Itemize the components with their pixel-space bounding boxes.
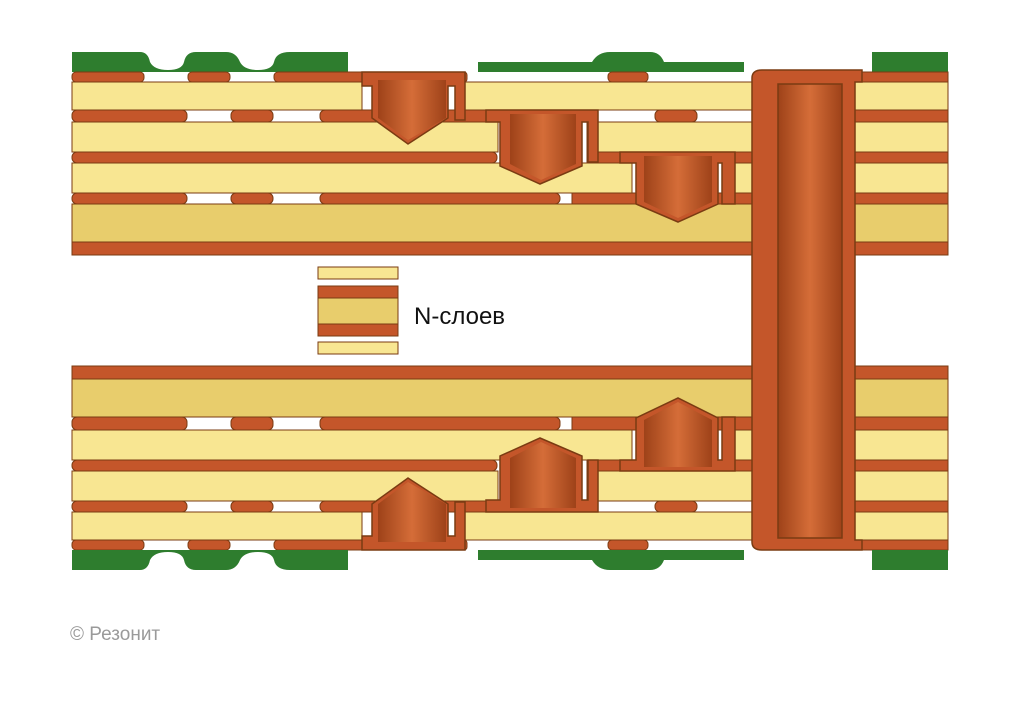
top-layer-stack [71, 52, 949, 256]
bottom-solder-mask [72, 550, 948, 570]
layers-legend: N-слоев [317, 266, 505, 355]
copyright-notice: © Резонит [70, 624, 161, 645]
top-microvias [361, 71, 736, 223]
bottom-inner-copper-traces [71, 416, 949, 513]
top-solder-mask [72, 52, 948, 72]
through-hole-via [751, 69, 863, 551]
bottom-microvias [361, 397, 736, 551]
legend-label: N-слоев [414, 303, 505, 330]
